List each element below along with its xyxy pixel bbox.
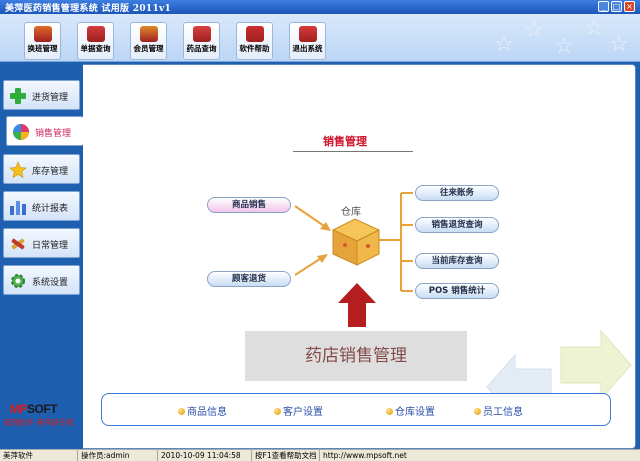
receipt-query-label: 单据查询 bbox=[80, 44, 111, 53]
title-bar: 美萍医药销售管理系统 试用版 2011v1 _ □ × bbox=[0, 0, 640, 14]
main-panel: 销售管理 仓库 商品销售 顾客退货 往来账务 销售退货查询 当前库存查询 POS… bbox=[83, 64, 636, 449]
brand-logo: MPSOFT bbox=[10, 402, 58, 416]
pos-sales-stats-button[interactable]: POS 销售统计 bbox=[415, 283, 499, 299]
accounts-button[interactable]: 往来账务 bbox=[415, 185, 499, 201]
maximize-button[interactable]: □ bbox=[611, 1, 622, 12]
bullet-icon bbox=[178, 408, 185, 415]
sales-return-query-button[interactable]: 销售退货查询 bbox=[415, 217, 499, 233]
sidebar-item-reports[interactable]: 统计报表 bbox=[3, 191, 80, 221]
globe-icon bbox=[13, 124, 29, 140]
decorative-right-arrow-icon bbox=[560, 329, 632, 401]
medicine-query-label: 药品查询 bbox=[186, 44, 217, 53]
shift-management-button[interactable]: 换班管理 bbox=[24, 22, 61, 60]
close-button[interactable]: × bbox=[624, 1, 635, 12]
sidebar-item-label: 系统设置 bbox=[32, 278, 69, 288]
window-title: 美萍医药销售管理系统 试用版 2011v1 bbox=[5, 4, 172, 14]
customer-settings-link[interactable]: 客户设置 bbox=[274, 403, 323, 418]
page-title: 销售管理 bbox=[323, 135, 367, 148]
status-url[interactable]: http://www.mpsoft.net bbox=[323, 451, 407, 460]
bullet-icon bbox=[274, 408, 281, 415]
receipt-query-button[interactable]: 单据查询 bbox=[77, 22, 114, 60]
decorative-stars: ☆ ☆ ☆ ☆ ☆ bbox=[494, 16, 629, 59]
warehouse-settings-link[interactable]: 仓库设置 bbox=[386, 403, 435, 418]
sidebar-item-inventory[interactable]: 库存管理 bbox=[3, 154, 80, 184]
exit-icon bbox=[298, 26, 317, 42]
status-help: 按F1查看帮助文档 bbox=[252, 450, 320, 461]
member-icon bbox=[139, 26, 158, 42]
medicine-query-button[interactable]: 药品查询 bbox=[183, 22, 220, 60]
star-icon bbox=[9, 161, 27, 179]
brand: MPSOFT 管理软件 美萍是专家 bbox=[4, 402, 80, 428]
sidebar-item-label: 统计报表 bbox=[32, 204, 69, 214]
flow-arrow bbox=[294, 205, 328, 229]
bullet-icon bbox=[386, 408, 393, 415]
sidebar-item-sales[interactable]: 销售管理 bbox=[6, 116, 83, 146]
member-management-button[interactable]: 会员管理 bbox=[130, 22, 167, 60]
customer-return-button[interactable]: 顾客退货 bbox=[207, 271, 291, 287]
tools-icon bbox=[11, 238, 25, 250]
plus-icon bbox=[10, 88, 26, 104]
flow-arrow bbox=[294, 256, 324, 276]
chart-icon bbox=[10, 201, 26, 215]
bullet-icon bbox=[474, 408, 481, 415]
exit-system-button[interactable]: 退出系统 bbox=[289, 22, 326, 60]
flow-diagram bbox=[294, 192, 632, 421]
gear-icon bbox=[11, 274, 25, 288]
software-help-button[interactable]: 软件帮助 bbox=[236, 22, 273, 60]
sidebar-item-settings[interactable]: 系统设置 bbox=[3, 265, 80, 295]
title-divider bbox=[293, 151, 413, 152]
quick-links-bar: 商品信息 客户设置 仓库设置 员工信息 bbox=[101, 393, 611, 426]
up-arrow-icon bbox=[338, 283, 376, 327]
toolbar: ☆ ☆ ☆ ☆ ☆ 换班管理 单据查询 会员管理 药品查询 软件帮助 退出系统 bbox=[0, 14, 640, 62]
help-icon bbox=[245, 26, 264, 42]
software-help-label: 软件帮助 bbox=[239, 44, 270, 53]
banner-text: 药店销售管理 bbox=[245, 331, 467, 381]
sidebar-item-label: 销售管理 bbox=[35, 129, 72, 139]
status-operator: 操作员:admin bbox=[78, 450, 158, 461]
sidebar-item-label: 日常管理 bbox=[32, 241, 69, 251]
sidebar: 进货管理 销售管理 库存管理 统计报表 日常管理 bbox=[0, 62, 83, 449]
brand-tagline: 管理软件 美萍是专家 bbox=[4, 418, 74, 427]
shift-management-label: 换班管理 bbox=[27, 44, 58, 53]
shift-icon bbox=[33, 26, 52, 42]
sidebar-item-daily[interactable]: 日常管理 bbox=[3, 228, 80, 258]
minimize-button[interactable]: _ bbox=[598, 1, 609, 12]
warehouse-box-icon bbox=[331, 218, 381, 266]
employee-info-link[interactable]: 员工信息 bbox=[474, 403, 523, 418]
product-info-link[interactable]: 商品信息 bbox=[178, 403, 227, 418]
member-management-label: 会员管理 bbox=[133, 44, 164, 53]
medicine-icon bbox=[192, 26, 211, 42]
status-app: 美萍软件 bbox=[0, 450, 78, 461]
sidebar-item-label: 库存管理 bbox=[32, 167, 69, 177]
receipt-icon bbox=[86, 26, 105, 42]
status-datetime: 2010-10-09 11:04:58 bbox=[158, 450, 252, 461]
exit-system-label: 退出系统 bbox=[292, 44, 323, 53]
warehouse-label: 仓库 bbox=[341, 207, 361, 218]
product-sales-button[interactable]: 商品销售 bbox=[207, 197, 291, 213]
status-bar: 美萍软件 操作员:admin 2010-10-09 11:04:58 按F1查看… bbox=[0, 449, 640, 461]
stock-query-button[interactable]: 当前库存查询 bbox=[415, 253, 499, 269]
sidebar-item-label: 进货管理 bbox=[32, 93, 69, 103]
sidebar-item-purchase[interactable]: 进货管理 bbox=[3, 80, 80, 110]
